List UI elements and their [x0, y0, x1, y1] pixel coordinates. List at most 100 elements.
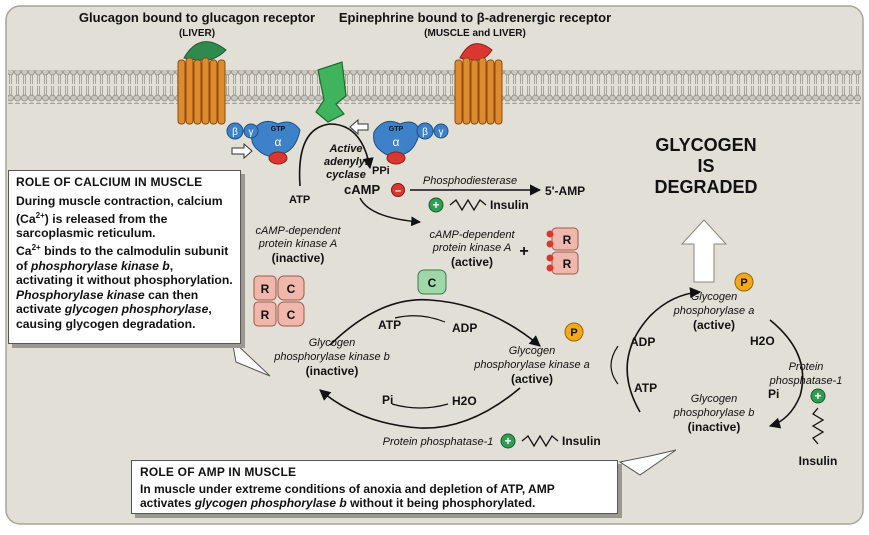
insulin-label-pde: Insulin: [490, 198, 529, 212]
phk-b-state: (inactive): [306, 364, 359, 378]
g-protein-right: β γ GTP α: [373, 120, 449, 165]
phk-a-line1: Glycogen: [509, 345, 555, 357]
cyclase-label-3: cyclase: [326, 169, 366, 181]
result-line1: GLYCOGEN: [655, 135, 756, 155]
glucagon-site: (LIVER): [179, 28, 215, 39]
activation-badge-pp1: [500, 433, 516, 449]
calcium-text-5: , activating it without phosphorylation.: [16, 258, 233, 288]
epinephrine-site: (MUSCLE and LIVER): [424, 28, 526, 39]
phosphate-badge-phk: [564, 322, 584, 342]
r-subunit-label: R: [563, 233, 572, 247]
calcium-italic-2: Phosphorylase kinase: [16, 287, 145, 302]
cyclase-reaction-arrow: [298, 123, 374, 187]
phk-a-state: (active): [511, 372, 553, 386]
phk-activation-arrow: [329, 298, 541, 347]
r-subunit-label-2: R: [563, 257, 572, 271]
activation-symbol-pp1: +: [504, 434, 511, 448]
cell-membrane: [8, 70, 861, 104]
beta-adrenergic-receptor: [454, 43, 503, 125]
gp-activation-arrow: [626, 287, 702, 413]
activation-badge-right: [810, 388, 826, 404]
phosphodiesterase-label: Phosphodiesterase: [423, 175, 517, 187]
glucagon-receptor: [177, 41, 227, 125]
amp-box-title: ROLE OF AMP IN MUSCLE: [140, 465, 297, 479]
c-subunit-label: C: [428, 276, 437, 290]
gp-b-line2: phosphorylase b: [673, 407, 755, 419]
amp-text-1: In muscle under extreme conditions of an…: [140, 482, 555, 510]
pi-label-gp: Pi: [768, 387, 779, 401]
gp-a-state: (active): [693, 318, 735, 332]
adp-label-gp: ADP: [630, 335, 655, 349]
pka-active-state: (active): [451, 255, 493, 269]
phk-b-line1: Glycogen: [309, 337, 355, 349]
h2o-label-gp: H2O: [750, 334, 775, 348]
amp-text-2: without it being phosphorylated.: [346, 496, 536, 510]
g-beta-label-right: β: [422, 127, 428, 138]
phk-a-line2: phosphorylase kinase a: [473, 359, 590, 371]
ppi-label: PPi: [372, 165, 390, 177]
inhibit-symbol: –: [395, 185, 401, 197]
calcium-text-2: ) is released from the sarcoplasmic reti…: [16, 211, 168, 241]
atp-label-cyclase: ATP: [289, 194, 310, 206]
g-gamma-label-right: γ: [439, 127, 444, 138]
camp-to-pka-arrow: [359, 197, 421, 227]
pi-label-phk: Pi: [382, 393, 393, 407]
calcium-box-body: During muscle contraction, calcium (Ca2+…: [16, 194, 233, 331]
amp-box-body: In muscle under extreme conditions of an…: [140, 482, 609, 510]
calcium-text-3: Ca: [16, 243, 32, 258]
pka-inactive-line1: cAMP-dependent: [256, 225, 342, 237]
phk-b-line2: phosphorylase kinase b: [273, 351, 390, 363]
plus-sign: +: [519, 243, 528, 260]
epinephrine-title: Epinephrine bound to β-adrenergic recept…: [339, 10, 611, 25]
pp1-right-line1: Protein: [789, 361, 824, 373]
adenylyl-cyclase: [315, 61, 347, 123]
activation-arrow-left: [231, 142, 253, 160]
calcium-info-box: ROLE OF CALCIUM IN MUSCLE During muscle …: [8, 170, 241, 344]
activation-symbol-pde: +: [432, 198, 439, 212]
calcium-box-title: ROLE OF CALCIUM IN MUSCLE: [16, 175, 203, 189]
pka-c-label-2: C: [287, 308, 296, 322]
insulin-squiggle-pp1: [521, 434, 559, 448]
insulin-label-right: Insulin: [799, 454, 838, 468]
adp-atp-curve: [610, 345, 619, 385]
pka-inactive-state: (inactive): [272, 251, 325, 265]
amp-info-box: ROLE OF AMP IN MUSCLE In muscle under ex…: [131, 460, 618, 514]
pka-holoenzyme: R R C C: [253, 275, 305, 327]
calcium-sup-2: 2+: [31, 242, 41, 252]
degradation-arrow: [680, 219, 728, 283]
calcium-italic-3: glycogen phosphorylase: [64, 302, 209, 317]
atp-label-gp: ATP: [634, 381, 657, 395]
adp-label-phk: ADP: [452, 321, 477, 335]
phosphate-badge-gp: [734, 272, 754, 292]
cyclase-label-1: Active: [328, 143, 362, 155]
gp-b-line1: Glycogen: [691, 393, 737, 405]
pka-catalytic-subunit: [417, 269, 447, 295]
pka-r-label: R: [261, 282, 270, 296]
pka-active-line1: cAMP-dependent: [430, 229, 516, 241]
phk-deactivation-arrow: [319, 387, 521, 429]
g-protein-left: β γ GTP α: [226, 120, 301, 165]
activation-symbol-right: +: [814, 389, 821, 403]
result-line2: IS: [697, 156, 714, 176]
atp-adp-curve: [394, 315, 446, 323]
insulin-squiggle-right: [811, 407, 825, 445]
amp-italic-1: glycogen phosphorylase b: [194, 496, 347, 510]
g-alpha-label-right: α: [393, 135, 400, 149]
glucagon-title: Glucagon bound to glucagon receptor: [79, 10, 315, 25]
g-beta-label: β: [232, 127, 238, 138]
pka-r-label-2: R: [261, 308, 270, 322]
pi-h2o-curve: [391, 403, 449, 409]
calcium-text-7: , causing glycogen degradation.: [16, 302, 212, 331]
insulin-label-pp1: Insulin: [562, 434, 601, 448]
calcium-callout-pointer: [231, 338, 271, 377]
g-alpha-label: α: [275, 135, 282, 149]
gp-b-state: (inactive): [688, 420, 741, 434]
phosphate-label-gp: P: [740, 277, 747, 289]
gp-a-line1: Glycogen: [691, 291, 737, 303]
gp-a-line2: phosphorylase a: [673, 305, 755, 317]
background-panel: [5, 5, 864, 525]
pka-c-label: C: [287, 282, 296, 296]
pp1-label-lower: Protein phosphatase-1: [383, 436, 494, 448]
calcium-sup-1: 2+: [35, 210, 45, 220]
